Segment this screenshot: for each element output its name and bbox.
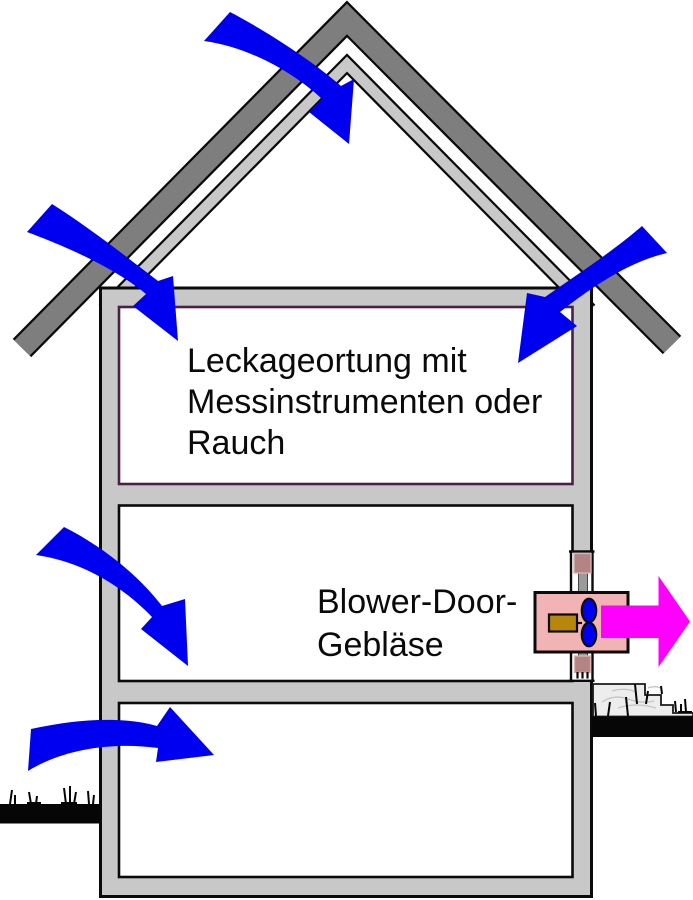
attic-room <box>117 305 574 486</box>
attic-note: Leckageortung mit Messinstrumenten oder … <box>187 341 542 464</box>
blower-label-line2: Gebläse <box>317 626 444 664</box>
mount-rod-top <box>578 570 588 594</box>
fan-blade-bottom <box>580 621 598 648</box>
grass-left <box>9 786 95 805</box>
air-out-arrow-icon <box>601 576 690 667</box>
rubble-pile <box>592 683 693 718</box>
roof <box>12 0 682 358</box>
ground-left <box>0 804 100 824</box>
roof-lining <box>98 53 596 316</box>
mount-feet <box>576 672 589 679</box>
rubble-texture <box>601 686 663 709</box>
mount-block-top <box>573 552 592 574</box>
air-leak-arrow-roof-left-icon <box>27 204 178 341</box>
attic-note-line3: Rauch <box>187 424 286 462</box>
attic-note-line1: Leckageortung mit <box>187 342 467 380</box>
middle-room <box>117 504 574 683</box>
ground-right <box>592 716 693 737</box>
ground-room <box>117 701 574 879</box>
air-leak-arrow-ground-left-icon <box>28 707 214 771</box>
air-leak-arrow-roof-right-icon <box>518 226 667 363</box>
fan-blade-top <box>580 597 598 624</box>
grass-right <box>594 683 692 717</box>
mount-block-bottom <box>573 655 592 674</box>
blower-label: Blower-Door- Gebläse <box>317 581 517 667</box>
blower-label-line1: Blower-Door- <box>317 583 518 621</box>
fan-motor <box>547 613 579 633</box>
attic-note-line2: Messinstrumenten oder <box>187 383 543 421</box>
air-leak-arrow-wall-left-icon <box>36 527 188 666</box>
air-leak-arrow-roof-peak-icon <box>204 12 354 144</box>
